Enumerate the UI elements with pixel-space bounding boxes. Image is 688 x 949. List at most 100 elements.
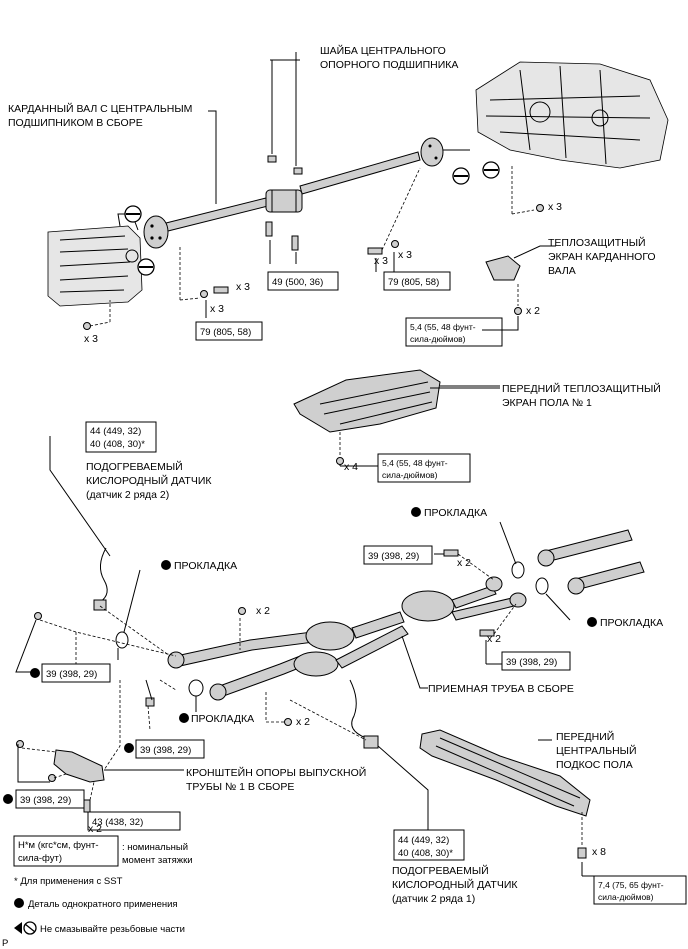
svg-text:КАРДАННЫЙ ВАЛ С ЦЕНТРАЛЬНЫМ: КАРДАННЫЙ ВАЛ С ЦЕНТРАЛЬНЫМ — [8, 102, 192, 115]
leader-lines — [208, 110, 500, 689]
svg-text:ТРУБЫ № 1 В СБОРЕ: ТРУБЫ № 1 В СБОРЕ — [186, 781, 294, 793]
svg-text:39 (398, 29): 39 (398, 29) — [20, 795, 71, 806]
torque-box-39-d: 39 (398, 29) — [135, 739, 205, 759]
svg-text:39 (398, 29): 39 (398, 29) — [140, 745, 191, 756]
non-reusable-markers — [3, 668, 134, 804]
non-reusable-dot-icon — [14, 898, 24, 908]
svg-text:x 4: x 4 — [344, 461, 358, 473]
exhaust-fasteners — [15, 549, 517, 726]
exhaust-bracket-illustration — [16, 680, 184, 813]
gaskets-illustration — [115, 521, 571, 712]
svg-text:79 (805, 58): 79 (805, 58) — [388, 277, 439, 288]
propeller-shaft — [143, 137, 444, 249]
svg-text:ЭКРАН КАРДАННОГО: ЭКРАН КАРДАННОГО — [548, 251, 656, 263]
svg-text:Деталь однократного применения: Деталь однократного применения — [28, 899, 178, 910]
svg-text:40 (408, 30)*: 40 (408, 30)* — [398, 848, 453, 859]
svg-text:ЭКРАН ПОЛА № 1: ЭКРАН ПОЛА № 1 — [502, 397, 592, 409]
svg-text:сила-дюймов): сила-дюймов) — [382, 470, 438, 480]
o2-sensor-upper-label: ПОДОГРЕВАЕМЫЙ КИСЛОРОДНЫЙ ДАТЧИК (датчик… — [86, 460, 212, 501]
engine-illustration — [429, 61, 669, 169]
svg-text:КИСЛОРОДНЫЙ ДАТЧИК: КИСЛОРОДНЫЙ ДАТЧИК — [392, 878, 518, 891]
svg-text:44 (449, 32): 44 (449, 32) — [398, 835, 449, 846]
svg-text:x 2: x 2 — [526, 305, 540, 317]
svg-text:7,4 (75, 65 фунт-: 7,4 (75, 65 фунт- — [598, 880, 664, 890]
svg-text:x 2: x 2 — [296, 716, 310, 728]
legend-unit-box: Н*м (кгс*см, фунт- сила-фут) : номинальн… — [13, 835, 193, 867]
svg-text:ПОДОГРЕВАЕМЫЙ: ПОДОГРЕВАЕМЫЙ — [86, 460, 183, 473]
torque-box-5-4-upper: 5,4 (55, 48 фунт- сила-дюймов) — [405, 317, 503, 347]
transmission-illustration — [47, 213, 143, 307]
torque-box-o2-lower: 44 (449, 32) 40 (408, 30)* — [393, 829, 465, 861]
svg-text:49 (500, 36): 49 (500, 36) — [272, 277, 323, 288]
torque-box-7-4: 7,4 (75, 65 фунт- сила-дюймов) — [593, 875, 687, 905]
corner-mark: P — [2, 938, 8, 949]
center-bearing-fasteners — [265, 52, 303, 264]
propshaft-label: КАРДАННЫЙ ВАЛ С ЦЕНТРАЛЬНЫМ ПОДШИПНИКОМ … — [8, 102, 192, 129]
svg-text:x 3: x 3 — [374, 255, 388, 267]
svg-text:сила-дюймов): сила-дюймов) — [410, 334, 466, 344]
torque-box-o2-upper: 44 (449, 32) 40 (408, 30)* — [85, 421, 157, 453]
gasket-label-upper-right: ПРОКЛАДКА — [411, 507, 487, 519]
floor-brace-label: ПЕРЕДНИЙ ЦЕНТРАЛЬНЫЙ ПОДКОС ПОЛА — [556, 730, 637, 771]
o2-sensor-upper-illustration — [49, 436, 171, 657]
torque-box-5-4-lower: 5,4 (55, 48 фунт- сила-дюймов) — [377, 453, 471, 483]
legend-sst-note: * Для применения с SST — [14, 876, 123, 887]
svg-text:x 2: x 2 — [256, 605, 270, 617]
svg-text:КИСЛОРОДНЫЙ ДАТЧИК: КИСЛОРОДНЫЙ ДАТЧИК — [86, 474, 212, 487]
o2-sensor-lower-label: ПОДОГРЕВАЕМЫЙ КИСЛОРОДНЫЙ ДАТЧИК (датчик… — [392, 864, 518, 905]
svg-text:x 3: x 3 — [210, 303, 224, 315]
legend-non-reusable: Деталь однократного применения — [14, 898, 178, 910]
front-pipe-label: ПРИЕМНАЯ ТРУБА В СБОРЕ — [428, 683, 574, 695]
leader-5-4-upper — [482, 316, 519, 331]
svg-text:ПОДКОС ПОЛА: ПОДКОС ПОЛА — [556, 759, 633, 771]
propshaft-heat-shield-label: ТЕПЛОЗАЩИТНЫЙ ЭКРАН КАРДАННОГО ВАЛА — [548, 236, 656, 277]
floor-heat-shield-label: ПЕРЕДНИЙ ТЕПЛОЗАЩИТНЫЙ ЭКРАН ПОЛА № 1 — [502, 382, 661, 409]
tail-pipes-illustration — [537, 529, 645, 595]
gasket-label-right: ПРОКЛАДКА — [587, 617, 663, 629]
propshaft-heat-shield-illustration — [485, 245, 556, 315]
svg-text:ПЕРЕДНИЙ: ПЕРЕДНИЙ — [556, 730, 614, 743]
svg-text:ЦЕНТРАЛЬНЫЙ: ЦЕНТРАЛЬНЫЙ — [556, 744, 637, 757]
svg-text:x 3: x 3 — [236, 281, 250, 293]
torque-box-39-e: 39 (398, 29) — [15, 789, 85, 809]
svg-text:39 (398, 29): 39 (398, 29) — [368, 551, 419, 562]
svg-text:ПРОКЛАДКА: ПРОКЛАДКА — [191, 713, 254, 725]
legend-no-grease: Не смазывайте резьбовые части — [14, 921, 185, 935]
floor-heat-shield-illustration — [293, 369, 500, 465]
svg-text:x 8: x 8 — [592, 846, 606, 858]
leader-5-4-lower — [339, 464, 378, 467]
floor-brace-illustration — [419, 729, 591, 876]
svg-text:39 (398, 29): 39 (398, 29) — [46, 669, 97, 680]
svg-text:ТЕПЛОЗАЩИТНЫЙ: ТЕПЛОЗАЩИТНЫЙ — [548, 236, 646, 249]
svg-text:(датчик 2 ряда 2): (датчик 2 ряда 2) — [86, 489, 169, 501]
svg-text:момент затяжки: момент затяжки — [122, 855, 193, 866]
torque-box-79-front: 79 (805, 58) — [195, 321, 263, 341]
svg-text:ПРОКЛАДКА: ПРОКЛАДКА — [600, 617, 663, 629]
torque-box-49: 49 (500, 36) — [267, 271, 339, 291]
washer-label: ШАЙБА ЦЕНТРАЛЬНОГО ОПОРНОГО ПОДШИПНИКА — [320, 44, 458, 71]
svg-text:43 (438, 32): 43 (438, 32) — [92, 817, 143, 828]
svg-text:ОПОРНОГО ПОДШИПНИКА: ОПОРНОГО ПОДШИПНИКА — [320, 59, 458, 71]
quantity-labels: x 3 x 3 x 3 x 3 x 3 x 3 x 2 x 4 x 2 x 2 … — [84, 201, 606, 858]
gasket-label-left: ПРОКЛАДКА — [161, 560, 237, 572]
bracket-label: КРОНШТЕЙН ОПОРЫ ВЫПУСКНОЙ ТРУБЫ № 1 В СБ… — [186, 766, 366, 793]
svg-text:ПОДШИПНИКОМ В СБОРЕ: ПОДШИПНИКОМ В СБОРЕ — [8, 117, 143, 129]
torque-box-79-rear: 79 (805, 58) — [383, 271, 451, 291]
no-grease-legend-icon — [14, 922, 22, 934]
svg-text:x 2: x 2 — [457, 557, 471, 569]
svg-text:ПРОКЛАДКА: ПРОКЛАДКА — [174, 560, 237, 572]
svg-text:79 (805, 58): 79 (805, 58) — [200, 327, 251, 338]
svg-text:: номинальный: : номинальный — [122, 842, 188, 853]
svg-text:ПРОКЛАДКА: ПРОКЛАДКА — [424, 507, 487, 519]
torque-box-39-b: 39 (398, 29) — [501, 651, 571, 671]
svg-text:Н*м (кгс*см, фунт-: Н*м (кгс*см, фунт- — [18, 840, 99, 851]
svg-text:сила-фут): сила-фут) — [18, 853, 62, 864]
svg-text:39 (398, 29): 39 (398, 29) — [506, 657, 557, 668]
svg-text:x 3: x 3 — [398, 249, 412, 261]
svg-text:сила-дюймов): сила-дюймов) — [598, 892, 654, 902]
svg-text:x 3: x 3 — [548, 201, 562, 213]
svg-text:(датчик 2 ряда 1): (датчик 2 ряда 1) — [392, 893, 475, 905]
torque-box-43: 43 (438, 32) — [87, 811, 181, 831]
rear-flange-fasteners — [367, 164, 544, 272]
